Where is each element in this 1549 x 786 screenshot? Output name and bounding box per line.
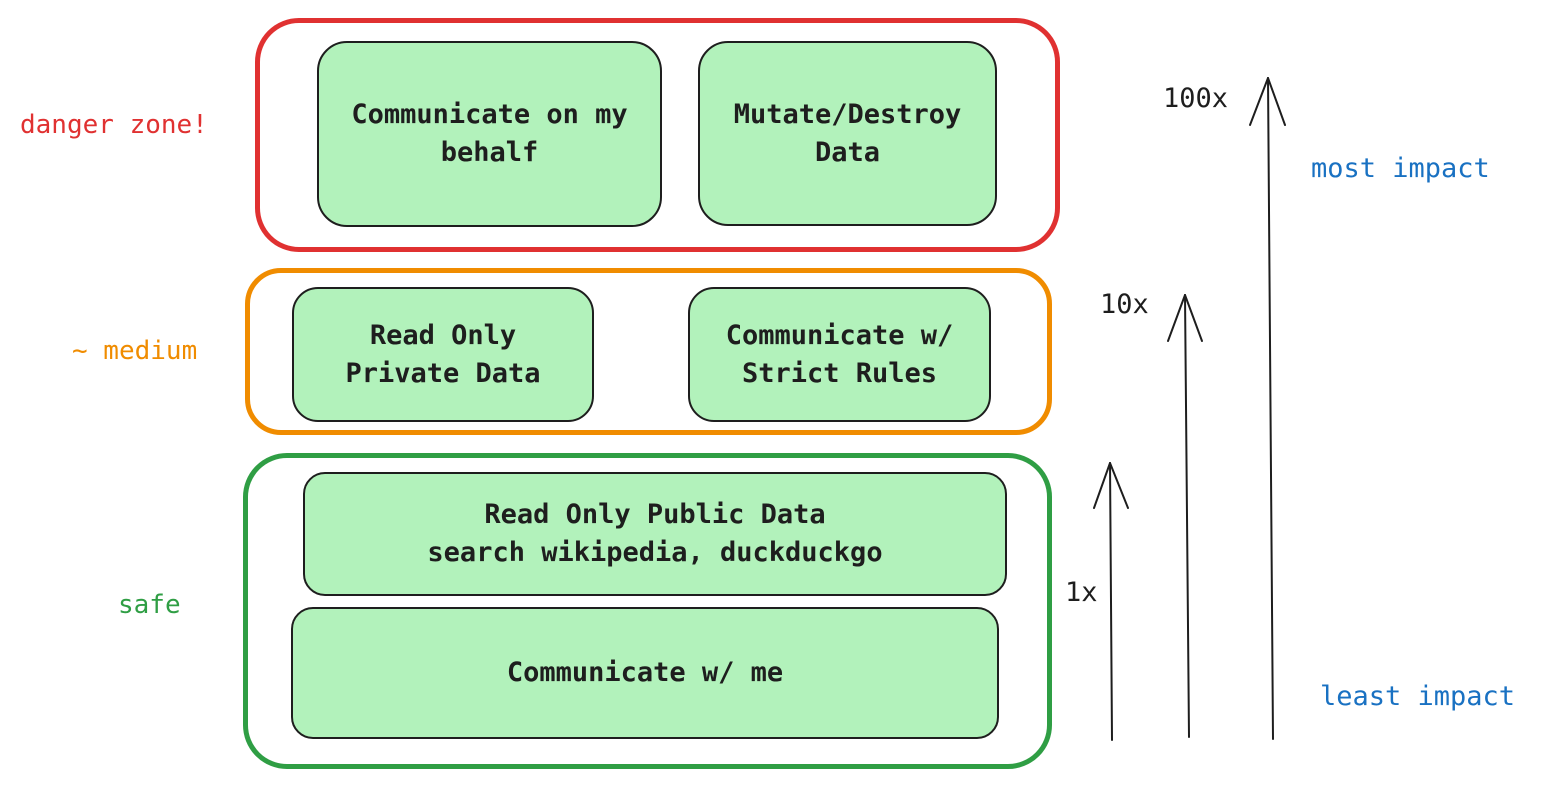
safe-zone-label: safe <box>118 590 181 620</box>
card-mutate-destroy-data: Mutate/Destroy Data <box>698 41 997 226</box>
medium-zone-label: ~ medium <box>72 336 198 366</box>
least-impact-label: least impact <box>1320 681 1516 712</box>
arrow-1x <box>1093 462 1129 741</box>
multiplier-100x-label: 100x <box>1163 83 1229 114</box>
card-read-only-public-data: Read Only Public Data search wikipedia, … <box>303 472 1007 596</box>
most-impact-label: most impact <box>1311 153 1490 184</box>
arrow-10x <box>1167 294 1203 738</box>
card-communicate-with-me: Communicate w/ me <box>291 607 999 739</box>
danger-zone-label: danger zone! <box>20 110 208 140</box>
card-communicate-on-my-behalf: Communicate on my behalf <box>317 41 662 227</box>
multiplier-10x-label: 10x <box>1100 289 1149 320</box>
card-communicate-strict-rules: Communicate w/ Strict Rules <box>688 287 991 422</box>
card-read-only-private-data: Read Only Private Data <box>292 287 594 422</box>
multiplier-1x-label: 1x <box>1065 577 1098 608</box>
arrow-100x <box>1249 77 1286 740</box>
